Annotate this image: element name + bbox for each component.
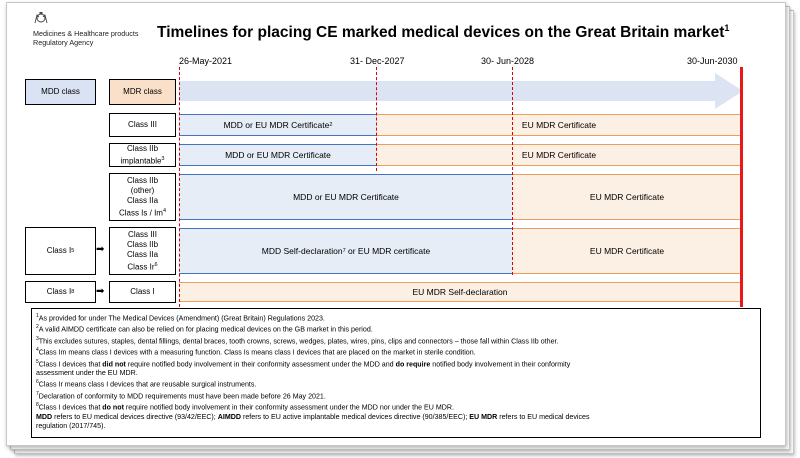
footnote-ref: 3 (161, 155, 165, 162)
mdr-class-cell: Class III (109, 113, 176, 137)
footnote-8: 8Class I devices that do not require not… (36, 402, 454, 412)
cell-text: Class I (46, 287, 72, 296)
band-eu-mdr: EU MDR Certificate (513, 228, 741, 274)
footnote-text: Class Im means class I devices with a me… (38, 348, 476, 357)
mdr-class-cell: Class III Class IIb Class IIa Class Ir6 (109, 227, 176, 275)
footnote-5: 5Class I devices that did not require no… (36, 358, 571, 369)
band-text: or EU MDR certificate (345, 246, 431, 256)
mdr-class-cell: Class I (109, 281, 176, 303)
footnote-ref: 8 (71, 289, 75, 295)
cell-text: Class I (46, 246, 72, 255)
marker-31-dec-2027 (376, 67, 377, 171)
footnote-6: 6Class Ir means class I devices that are… (36, 379, 257, 389)
footnote-ref: 4 (162, 207, 167, 214)
mdr-class-cell: Class IIb (other) Class IIa Class Is / I… (109, 173, 176, 221)
band-eu-mdr-self-declaration: EU MDR Self-declaration (179, 282, 741, 302)
def-text: refers to EU active implantable medical … (241, 412, 470, 421)
band-mdd-or-mdr: MDD or EU MDR Certificate (179, 174, 513, 220)
footnote-emphasis: did not (102, 360, 126, 369)
footnote-text: Class I devices that (38, 403, 103, 412)
cell-line: Class IIa (126, 195, 159, 205)
footnote-ref: 2 (329, 122, 333, 128)
cell-line-text: implantable (120, 156, 162, 166)
footnote-text: A valid AIMDD certificate can also be re… (38, 325, 373, 334)
date-label-4: 30-Jun-2030 (687, 56, 738, 66)
mdd-class-header: MDD class (25, 79, 96, 105)
def-term: MDD (36, 412, 53, 421)
footnote-text: As provided for under The Medical Device… (38, 314, 325, 323)
band-eu-mdr: EU MDR Certificate (513, 174, 741, 220)
footnote-2: 2A valid AIMDD certificate can also be r… (36, 324, 373, 334)
def-text: refers to EU medical devices directive (… (52, 412, 218, 421)
page-title: Timelines for placing CE marked medical … (157, 23, 729, 42)
org-name: Medicines & Healthcare products Regulato… (33, 29, 138, 47)
footnote-text: require notified body involvement in the… (125, 360, 396, 369)
org-line-1: Medicines & Healthcare products (33, 29, 139, 38)
title-footnote-ref: 1 (724, 23, 730, 33)
footnote-ref: 7 (342, 248, 346, 254)
definitions-cont: regulation (2017/745). (36, 421, 106, 430)
band-eu-mdr: EU MDR Certificate (377, 144, 741, 166)
timeline-arrow (179, 73, 743, 109)
footnotes-box: 1As provided for under The Medical Devic… (31, 308, 761, 438)
cell-line: Class Is / Im4 (119, 206, 166, 219)
arrow-right-icon: ➡ (96, 286, 105, 297)
def-term: EU MDR (469, 412, 498, 421)
cell-line: Class III (128, 229, 157, 239)
footnote-ref: 5 (71, 248, 75, 254)
org-line-2: Regulatory Agency (33, 38, 94, 47)
cell-line: Class IIb (126, 239, 159, 249)
marker-30-jun-2030 (740, 67, 743, 307)
footnote-text: Declaration of conformity to MDD require… (38, 392, 326, 401)
cell-line-text: Class Ir (127, 262, 155, 272)
title-text: Timelines for placing CE marked medical … (157, 24, 725, 42)
arrow-right-icon: ➡ (96, 244, 105, 255)
footnote-1: 1As provided for under The Medical Devic… (36, 313, 325, 323)
def-text: refers to EU medical devices (497, 412, 590, 421)
footnote-text: Class I devices that (38, 360, 103, 369)
date-label-3: 30- Jun-2028 (481, 56, 535, 66)
footnote-7: 7Declaration of conformity to MDD requir… (36, 390, 326, 401)
slide: Medicines & Healthcare products Regulato… (6, 2, 786, 446)
date-label-2: 31- Dec-2027 (350, 56, 405, 66)
date-label-1: 26-May-2021 (179, 56, 233, 66)
cell-line-text: Class Is / Im (118, 208, 163, 218)
footnote-4: 4Class Im means class I devices with a m… (36, 347, 476, 357)
footnote-text: require notified body involvement in the… (123, 403, 454, 412)
cell-line: Class IIa (126, 249, 159, 259)
cell-line: Class Ir6 (127, 260, 157, 273)
crest-icon (34, 12, 48, 24)
band-eu-mdr: EU MDR Certificate (377, 114, 741, 136)
footnote-5-cont: assessment under the EU MDR. (36, 369, 138, 378)
footnote-emphasis: do not (102, 403, 124, 412)
mdr-class-cell: Class IIb implantable3 (109, 143, 176, 167)
band-mdd-or-mdr: MDD or EU MDR Certificate (179, 144, 377, 166)
marker-26-may-2021 (179, 67, 180, 307)
definitions: MDD refers to EU medical devices directi… (36, 413, 756, 422)
cell-line: Class IIb (126, 143, 159, 153)
cell-line: Class IIb (126, 175, 159, 185)
cell-line: implantable3 (121, 154, 165, 167)
footnote-text: notified body involvement in their confo… (430, 360, 571, 369)
footnote-emphasis: do require (395, 360, 431, 369)
footnote-text: Class Ir means class I devices that are … (38, 380, 257, 389)
mdr-class-header: MDR class (109, 79, 176, 105)
footnote-3: 3This excludes sutures, staples, dental … (36, 335, 559, 346)
band-text: MDD or EU MDR Certificate (223, 120, 330, 130)
cell-line: (other) (130, 185, 155, 195)
band-text: MDD Self-declaration (261, 246, 343, 256)
marker-30-jun-2028 (512, 67, 513, 275)
def-term: AIMDD (217, 412, 241, 421)
footnote-text: This excludes sutures, staples, dental f… (38, 337, 559, 346)
footnote-ref: 6 (154, 261, 158, 268)
